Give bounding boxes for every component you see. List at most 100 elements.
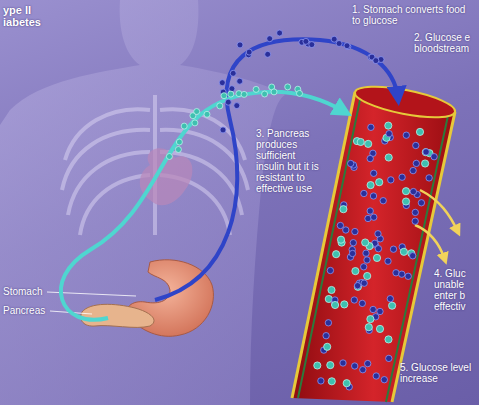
molecule-dot <box>354 283 361 290</box>
molecule-dot <box>332 301 339 308</box>
molecule-dot <box>217 103 223 109</box>
molecule-dot <box>365 140 372 147</box>
molecule-dot <box>325 320 331 326</box>
molecule-dot <box>380 198 386 204</box>
molecule-dot <box>410 188 416 194</box>
molecule-dot <box>367 182 374 189</box>
molecule-dot <box>423 149 429 155</box>
molecule-dot <box>336 41 342 47</box>
molecule-dot <box>385 258 391 264</box>
molecule-dot <box>297 90 303 96</box>
molecule-dot <box>376 325 383 332</box>
molecule-dot <box>318 378 324 384</box>
molecule-dot <box>253 86 259 92</box>
heart <box>140 148 193 205</box>
molecule-dot <box>363 250 369 256</box>
molecule-dot <box>343 227 349 233</box>
step-label: 2. Glucose e bloodstream <box>414 32 476 54</box>
molecule-dot <box>192 120 198 126</box>
molecule-dot <box>327 362 334 369</box>
molecule-dot <box>345 44 351 50</box>
molecule-dot <box>344 43 350 49</box>
molecule-dot <box>386 131 392 137</box>
molecule-dot <box>221 93 227 99</box>
molecule-dot <box>325 295 332 302</box>
molecule-dot <box>400 248 407 255</box>
molecule-dot <box>166 154 172 160</box>
molecule-dot <box>370 306 376 312</box>
molecule-dot <box>381 377 387 383</box>
molecule-dot <box>361 280 367 286</box>
molecule-dot <box>343 380 350 387</box>
molecule-dot <box>246 49 252 55</box>
molecule-dot <box>365 324 372 331</box>
molecule-dot <box>204 111 210 117</box>
molecule-dot <box>364 272 371 279</box>
molecule-dot <box>362 239 369 246</box>
molecule-dot <box>354 283 360 289</box>
molecule-dot <box>367 208 373 214</box>
molecule-dot <box>373 58 379 64</box>
molecule-dot <box>375 246 381 252</box>
molecule-dot <box>373 373 379 379</box>
molecule-dot <box>351 297 357 303</box>
molecule-dot <box>327 267 333 273</box>
molecule-dot <box>323 333 329 339</box>
molecule-dot <box>219 80 225 86</box>
molecule-dot <box>352 228 358 234</box>
molecule-dot <box>367 316 374 323</box>
step-label: 3. Pancreas produces sufficient insulin … <box>256 128 326 194</box>
molecule-dot <box>340 206 347 213</box>
molecule-dot <box>413 142 419 148</box>
molecule-dot <box>385 336 392 343</box>
vessel-opening <box>353 80 458 123</box>
molecule-dot <box>265 51 271 57</box>
molecule-dot <box>237 78 243 84</box>
molecule-dot <box>333 251 340 258</box>
step-label: 4. Gluc unable enter b effectiv <box>434 268 476 312</box>
molecule-dot <box>365 360 371 366</box>
molecule-dot <box>348 160 354 166</box>
molecule-dot <box>426 175 432 181</box>
vessel-wall <box>386 111 449 402</box>
molecule-dot <box>262 91 268 97</box>
molecule-dot <box>176 139 182 145</box>
molecule-dot <box>361 190 367 196</box>
ribcage <box>62 95 248 235</box>
molecule-dot <box>324 343 331 350</box>
glucose-pathway <box>155 39 398 300</box>
molecule-dot <box>422 160 429 167</box>
molecule-dot <box>349 250 355 256</box>
molecule-dot <box>402 188 409 195</box>
molecule-dot <box>390 246 396 252</box>
molecule-dot <box>387 296 393 302</box>
molecule-dot <box>385 122 392 129</box>
insulin-pathway <box>61 92 345 320</box>
molecule-dot <box>331 36 337 42</box>
glucose-arrow <box>420 190 458 232</box>
molecule-dot <box>328 378 335 385</box>
molecule-dot <box>229 86 235 92</box>
molecule-dot <box>367 155 373 161</box>
molecule-dot <box>405 273 411 279</box>
molecule-dot <box>271 89 277 95</box>
molecule-dot <box>403 132 409 138</box>
molecule-dot <box>376 179 383 186</box>
molecule-dot <box>303 38 309 44</box>
step-label: 5. Glucose level increase <box>400 362 476 384</box>
molecule-dot <box>375 231 381 237</box>
molecule-dot <box>357 138 364 145</box>
molecule-dot <box>399 174 405 180</box>
molecule-dot <box>422 149 429 156</box>
molecule-dot <box>418 200 424 206</box>
molecule-dot <box>413 160 419 166</box>
vessel-wall <box>392 112 455 402</box>
organ-label: Pancreas <box>3 305 45 316</box>
body-silhouette <box>0 0 285 405</box>
molecule-dot <box>399 271 405 277</box>
molecule-dot <box>340 360 346 366</box>
molecule-dot <box>352 268 359 275</box>
molecule-dot <box>314 362 321 369</box>
molecule-dot <box>237 42 243 48</box>
molecule-dot <box>309 42 315 48</box>
